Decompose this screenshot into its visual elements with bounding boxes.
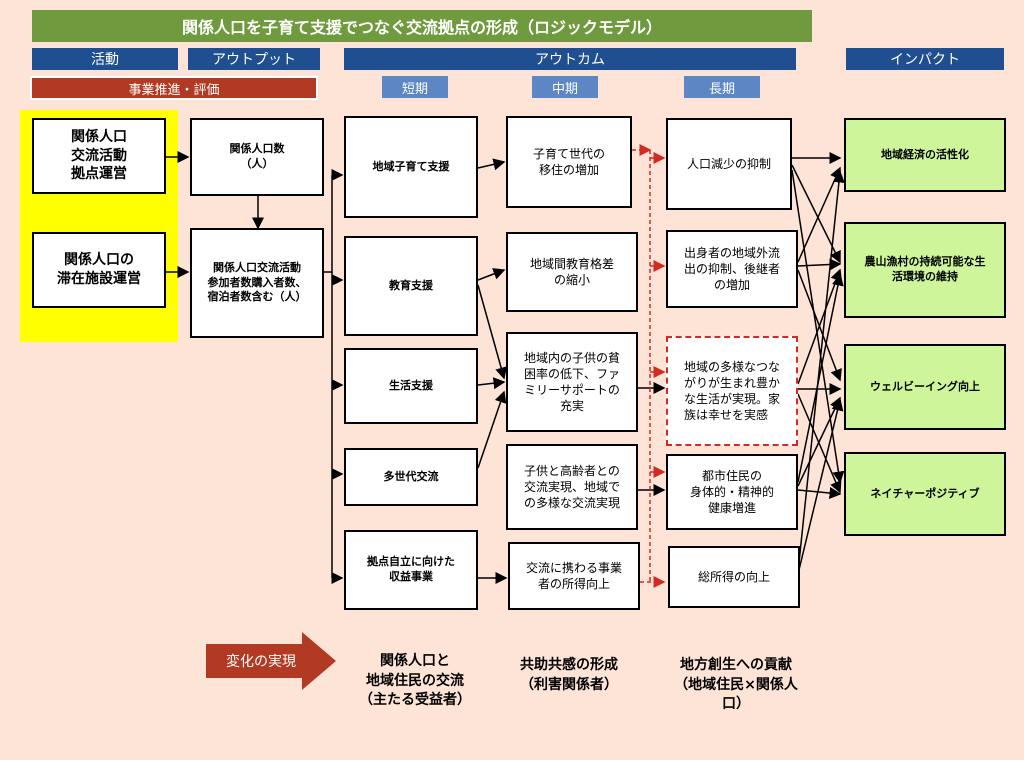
mid-child-rearing-migration: 子育て世代の 移住の増加	[506, 116, 632, 208]
impact-sustainable-living: 農山漁村の持続可能な生 活環境の維持	[844, 222, 1006, 318]
mid-education-gap: 地域間教育格差 の縮小	[506, 232, 638, 312]
long-health-promotion: 都市住民の 身体的・精神的 健康増進	[666, 454, 798, 530]
long-outflow-suppression: 出身者の地域外流 出の抑制、後継者 の増加	[666, 230, 798, 308]
change-label: 変化の実現	[226, 654, 296, 670]
short-life-support: 生活支援	[344, 348, 478, 424]
output-participants-count: 関係人口交流活動 参加者数購入者数、 宿泊者数含む（人）	[190, 228, 324, 338]
mid-income-increase: 交流に携わる事業 者の所得向上	[508, 542, 640, 610]
subheader-short: 短期	[382, 76, 448, 98]
bottom-label-regional-revitalization: 地方創生への貢献 （地域住民×関係人 口）	[674, 657, 798, 713]
header-outcome: アウトカム	[344, 48, 796, 70]
short-childcare-support: 地域子育て支援	[344, 116, 478, 218]
mid-diverse-exchange: 子供と高齢者との 交流実現、地域で の多様な交流実現	[506, 444, 638, 530]
short-revenue-business: 拠点自立に向けた 収益事業	[344, 530, 478, 610]
impact-nature-positive: ネイチャーポジティブ	[844, 452, 1006, 536]
page-title: 関係人口を子育て支援でつなぐ交流拠点の形成（ロジックモデル）	[32, 10, 812, 42]
impact-wellbeing: ウェルビーイング向上	[844, 344, 1006, 430]
impact-regional-economy: 地域経済の活性化	[844, 118, 1006, 192]
header-activity: 活動	[32, 48, 178, 70]
long-rich-life: 地域の多様なつな がりが生まれ豊か な生活が実現。家 族は幸せを実感	[666, 336, 798, 446]
subheader-long: 長期	[684, 76, 760, 98]
promotion-bar: 事業推進・評価	[30, 76, 318, 100]
subheader-mid: 中期	[532, 76, 598, 98]
activity-exchange-hub: 関係人口 交流活動 拠点運営	[32, 118, 166, 194]
bottom-label-beneficiaries: 関係人口と 地域住民の交流 （主たる受益者）	[359, 653, 471, 709]
short-intergenerational-exchange: 多世代交流	[344, 448, 478, 506]
output-population-count: 関係人口数 （人）	[190, 118, 324, 196]
long-total-income: 総所得の向上	[668, 546, 800, 608]
bottom-label-stakeholders: 共助共感の形成 （利害関係者）	[520, 657, 618, 693]
change-arrow-icon	[206, 632, 336, 690]
short-education-support: 教育支援	[344, 236, 478, 336]
long-population-decline: 人口減少の抑制	[666, 118, 792, 210]
header-output: アウトプット	[188, 48, 320, 70]
mid-child-poverty: 地域内の子供の貧 困率の低下、ファ ミリーサポートの 充実	[506, 332, 638, 432]
header-impact: インパクト	[846, 48, 1004, 70]
activity-stay-facility: 関係人口の 滞在施設運営	[32, 232, 166, 308]
